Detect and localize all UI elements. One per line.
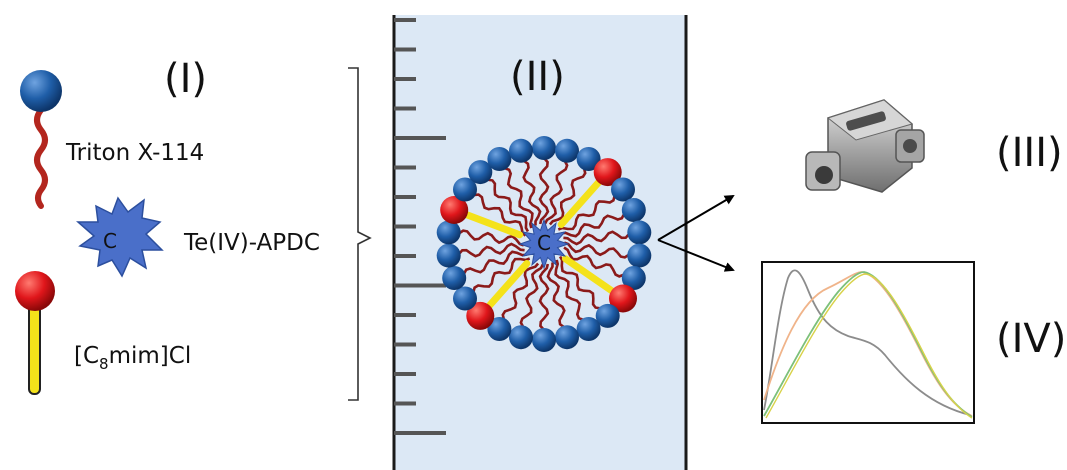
surfactant-head xyxy=(621,198,646,222)
ionic-liquid-head xyxy=(593,158,622,187)
surfactant-head xyxy=(555,138,579,163)
ionic-liquid-head xyxy=(466,301,495,330)
triton-label: Triton X-114 xyxy=(65,140,204,166)
surfactant-tail xyxy=(471,257,531,294)
surfactant-tail xyxy=(501,262,540,321)
surfactant-head xyxy=(509,325,533,350)
surfactant-head xyxy=(436,220,461,245)
ionic-liquid-tail xyxy=(561,255,620,298)
surfactant-tail xyxy=(522,159,542,226)
surfactant-head xyxy=(532,328,556,352)
surfactant-tail xyxy=(503,166,534,229)
ionic-liquid-head xyxy=(609,284,637,313)
atomic-absorption-cell-icon xyxy=(805,99,925,193)
surfactant-head xyxy=(627,220,652,245)
surfactant-tail xyxy=(457,242,525,258)
signal-curve-yellow xyxy=(765,273,973,419)
surfactant-tail xyxy=(486,178,530,233)
surfactant-head xyxy=(442,266,467,290)
panel-iv-label: (IV) xyxy=(996,316,1066,362)
ionic-liquid-icon xyxy=(15,271,55,395)
panel-iii-label: (III) xyxy=(996,130,1063,176)
complex-star-icon xyxy=(76,196,164,278)
ionic-liquid-label: [C8mim]Cl xyxy=(74,343,191,373)
surfactant-tail xyxy=(558,255,602,310)
grouping-brace xyxy=(348,67,372,401)
surfactant-tail xyxy=(462,250,527,276)
surfactant-head xyxy=(532,136,556,160)
surfactant-tail xyxy=(563,246,625,278)
surfactant-tail xyxy=(561,212,626,238)
surfactant-head xyxy=(453,177,477,202)
surfactant-tail xyxy=(538,157,550,225)
triton-surfactant-icon xyxy=(20,70,62,209)
surfactant-tail xyxy=(548,167,587,226)
complex-core-label: C xyxy=(103,229,117,253)
surfactant-tail xyxy=(543,159,569,225)
panel-i-label: (I) xyxy=(164,56,207,102)
surfactant-head xyxy=(611,177,635,202)
surfactant-head xyxy=(436,243,461,268)
absorbance-signal-icon xyxy=(761,261,975,424)
surfactant-head xyxy=(468,160,493,185)
graduation-marks xyxy=(394,18,446,435)
surfactant-tail xyxy=(546,262,566,329)
surfactant-head xyxy=(487,317,512,341)
surfactant-head xyxy=(576,147,601,171)
surfactant-tail xyxy=(554,259,585,322)
arrow-to-detector xyxy=(657,194,735,241)
signal-curve-gray xyxy=(763,269,971,416)
surfactant-head xyxy=(453,286,477,311)
surfactant-head xyxy=(576,317,601,341)
signal-curve-green xyxy=(763,271,973,418)
surfactant-tail xyxy=(563,230,631,246)
complex-label: Te(IV)-APDC xyxy=(183,230,320,256)
surfactant-tail xyxy=(538,263,550,331)
ionic-liquid-tail xyxy=(458,209,524,239)
micelle-icon xyxy=(436,136,652,352)
ionic-liquid-head xyxy=(440,196,469,224)
surfactant-head xyxy=(487,147,512,171)
surfactant-head xyxy=(627,243,652,268)
surfactant-head xyxy=(595,303,620,328)
micelle-core-label: C xyxy=(537,231,551,255)
surfactant-tail xyxy=(457,229,525,247)
surfactant-tail xyxy=(557,194,617,231)
ionic-liquid-tail xyxy=(482,260,531,314)
arrow-to-spectrum xyxy=(657,239,735,272)
surfactant-head xyxy=(555,325,579,350)
surfactant-tail xyxy=(563,241,631,259)
micelle-core-star xyxy=(518,218,570,270)
surfactant-tail xyxy=(473,193,527,237)
surfactant-head xyxy=(621,266,646,290)
surfactant-tail xyxy=(519,263,545,329)
surfactant-head xyxy=(509,138,533,163)
panel-ii-label: (II) xyxy=(510,54,565,100)
ionic-liquid-tail xyxy=(557,174,606,228)
